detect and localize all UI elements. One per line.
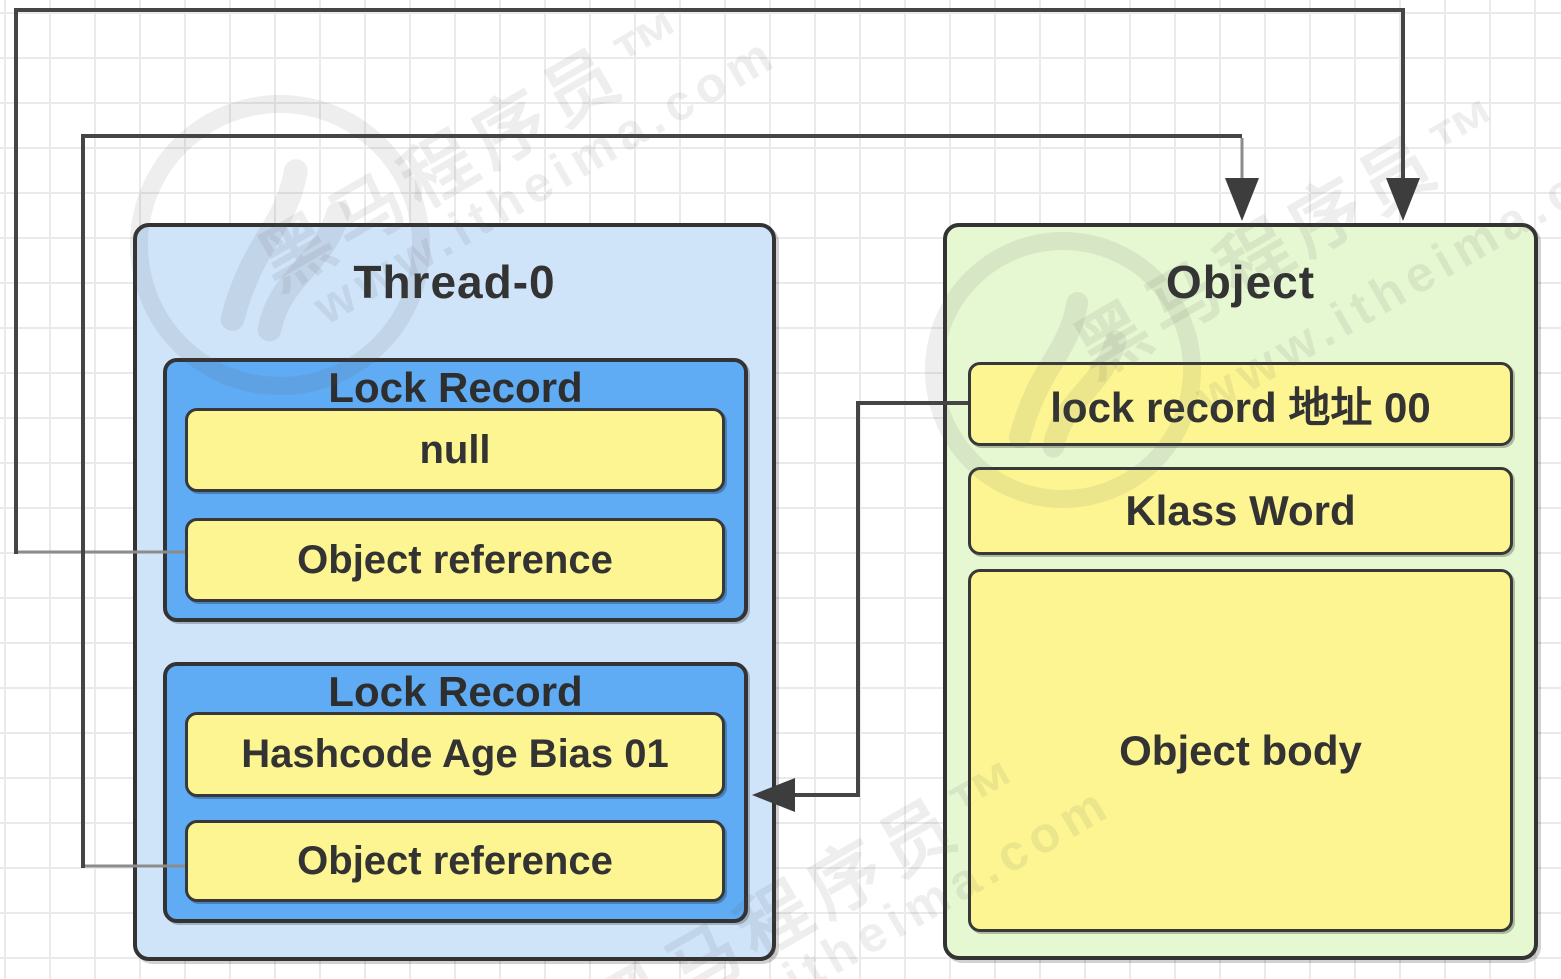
field-object-reference-2: Object reference <box>185 820 725 902</box>
arrowhead-objref1-to-object <box>1386 178 1420 221</box>
lock-record-2: Lock Record Hashcode Age Bias 01 Object … <box>163 662 748 923</box>
field-object-body-label: Object body <box>1119 726 1362 774</box>
thread-title: Thread-0 <box>353 256 556 308</box>
field-klass-word-label: Klass Word <box>1125 487 1356 534</box>
lock-record-1-title: Lock Record <box>328 364 583 411</box>
field-lock-record-address-label: lock record 地址 00 <box>1050 383 1431 431</box>
connector-lockaddr-to-lockrecord2 <box>794 401 968 797</box>
field-object-reference-1: Object reference <box>185 518 725 602</box>
arrowhead-objref2-to-object <box>1225 178 1259 221</box>
field-hashcode-age-bias: Hashcode Age Bias 01 <box>185 712 725 797</box>
lock-record-1: Lock Record null Object reference <box>163 358 748 622</box>
field-lock-record-address: lock record 地址 00 <box>968 362 1513 446</box>
lock-record-2-title: Lock Record <box>328 668 583 715</box>
field-object-body: Object body <box>968 569 1513 932</box>
object-title: Object <box>1165 256 1316 308</box>
field-null: null <box>185 408 725 492</box>
field-null-label: null <box>419 427 491 472</box>
object-box: Object lock record 地址 00 Klass Word Obje… <box>943 223 1538 960</box>
field-object-reference-1-label: Object reference <box>297 537 613 582</box>
field-object-reference-2-label: Object reference <box>297 838 613 883</box>
field-hashcode-age-bias-label: Hashcode Age Bias 01 <box>241 732 669 776</box>
thread-box: Thread-0 Lock Record null Object referen… <box>133 223 776 961</box>
field-klass-word: Klass Word <box>968 467 1513 555</box>
